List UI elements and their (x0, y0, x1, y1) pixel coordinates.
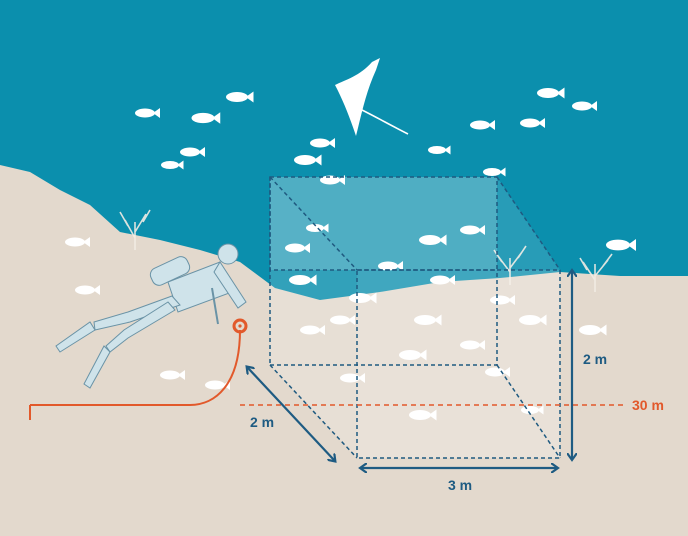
depth-label: 2 m (250, 414, 274, 430)
width-label: 3 m (448, 477, 472, 493)
box-front-face (357, 270, 560, 458)
height-label: 2 m (583, 351, 607, 367)
transect-depth-label: 30 m (632, 397, 664, 413)
